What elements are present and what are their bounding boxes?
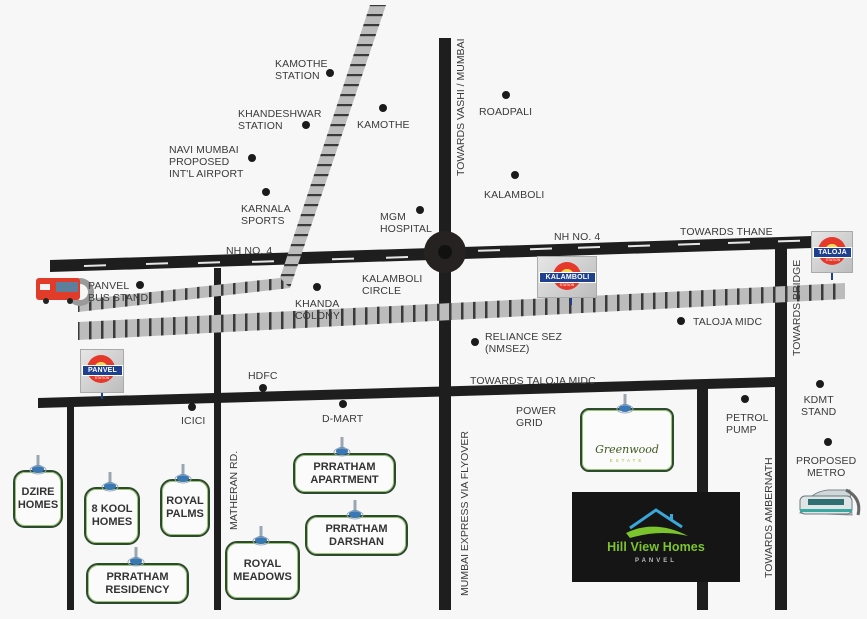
taloja-midc-road [38,377,775,408]
khanda-colony-dot[interactable] [313,283,321,291]
kamothe-station-dot[interactable] [326,69,334,77]
hdfc-label: HDFC [248,370,278,382]
d-mart-dot[interactable] [339,400,347,408]
hill-view-homes-brand[interactable]: Hill View Homes PANVEL [572,492,740,582]
nh4-label-right: NH NO. 4 [554,231,601,243]
towards-taloja-midc-label: TOWARDS TALOJA MIDC [470,375,596,387]
mumbai-express-label: MUMBAI EXPRESS VIA FLYOVER [459,431,471,596]
petrol-pump-dot[interactable] [741,395,749,403]
bus-icon [36,278,94,306]
towards-ambernath-label: TOWARDS AMBERNATH [763,457,775,578]
ambernath-road [775,244,787,610]
kalamboli-station-sign[interactable]: KALAMBOLI STATION [537,256,597,298]
karnala-sports-dot[interactable] [262,188,270,196]
towards-vashi-label: TOWARDS VASHI / MUMBAI [455,38,467,176]
matheran-road [214,268,221,610]
left-lane-road [67,404,74,610]
taloja-midc-dot[interactable] [677,317,685,325]
towards-bridge-label: TOWARDS BRIDGE [791,259,803,356]
panvel-station-sign[interactable]: PANVEL STATION [80,349,124,393]
kalamboli-dot[interactable] [511,171,519,179]
airport-dot[interactable] [248,154,256,162]
icici-dot[interactable] [188,403,196,411]
kamothe-dot[interactable] [379,104,387,112]
taloja-midc-label: TALOJA MIDC [693,316,763,328]
roadpali-dot[interactable] [502,91,510,99]
icici-label: ICICI [181,415,206,427]
panvel-bus-stand-dot[interactable] [136,281,144,289]
kamothe-label: KAMOTHE [357,119,410,131]
matheran-road-label: MATHERAN RD. [228,450,240,530]
hdfc-dot[interactable] [259,384,267,392]
kdmt-stand-dot[interactable] [816,380,824,388]
taloja-station-sign[interactable]: TALOJA STATION [811,231,853,273]
main-railway [78,283,845,340]
metro-train-icon [799,488,861,516]
mgm-hospital-dot[interactable] [416,206,424,214]
reliance-sez-label: RELIANCE SEZ(NMSEZ) [485,331,563,355]
reliance-sez-dot[interactable] [471,338,479,346]
vashi-road [439,38,451,610]
roadpali-label: ROADPALI [479,106,533,118]
kalamboli-label: KALAMBOLI [484,189,545,201]
project-greenwood-estate[interactable]: Greenwood ESTATE [580,408,674,472]
khandeshwar-station-dot[interactable] [302,121,310,129]
d-mart-label: D-MART [322,413,364,425]
proposed-metro-dot[interactable] [824,438,832,446]
nh4-label-left: NH NO. 4 [226,245,273,257]
towards-thane-label: TOWARDS THANE [680,226,773,238]
